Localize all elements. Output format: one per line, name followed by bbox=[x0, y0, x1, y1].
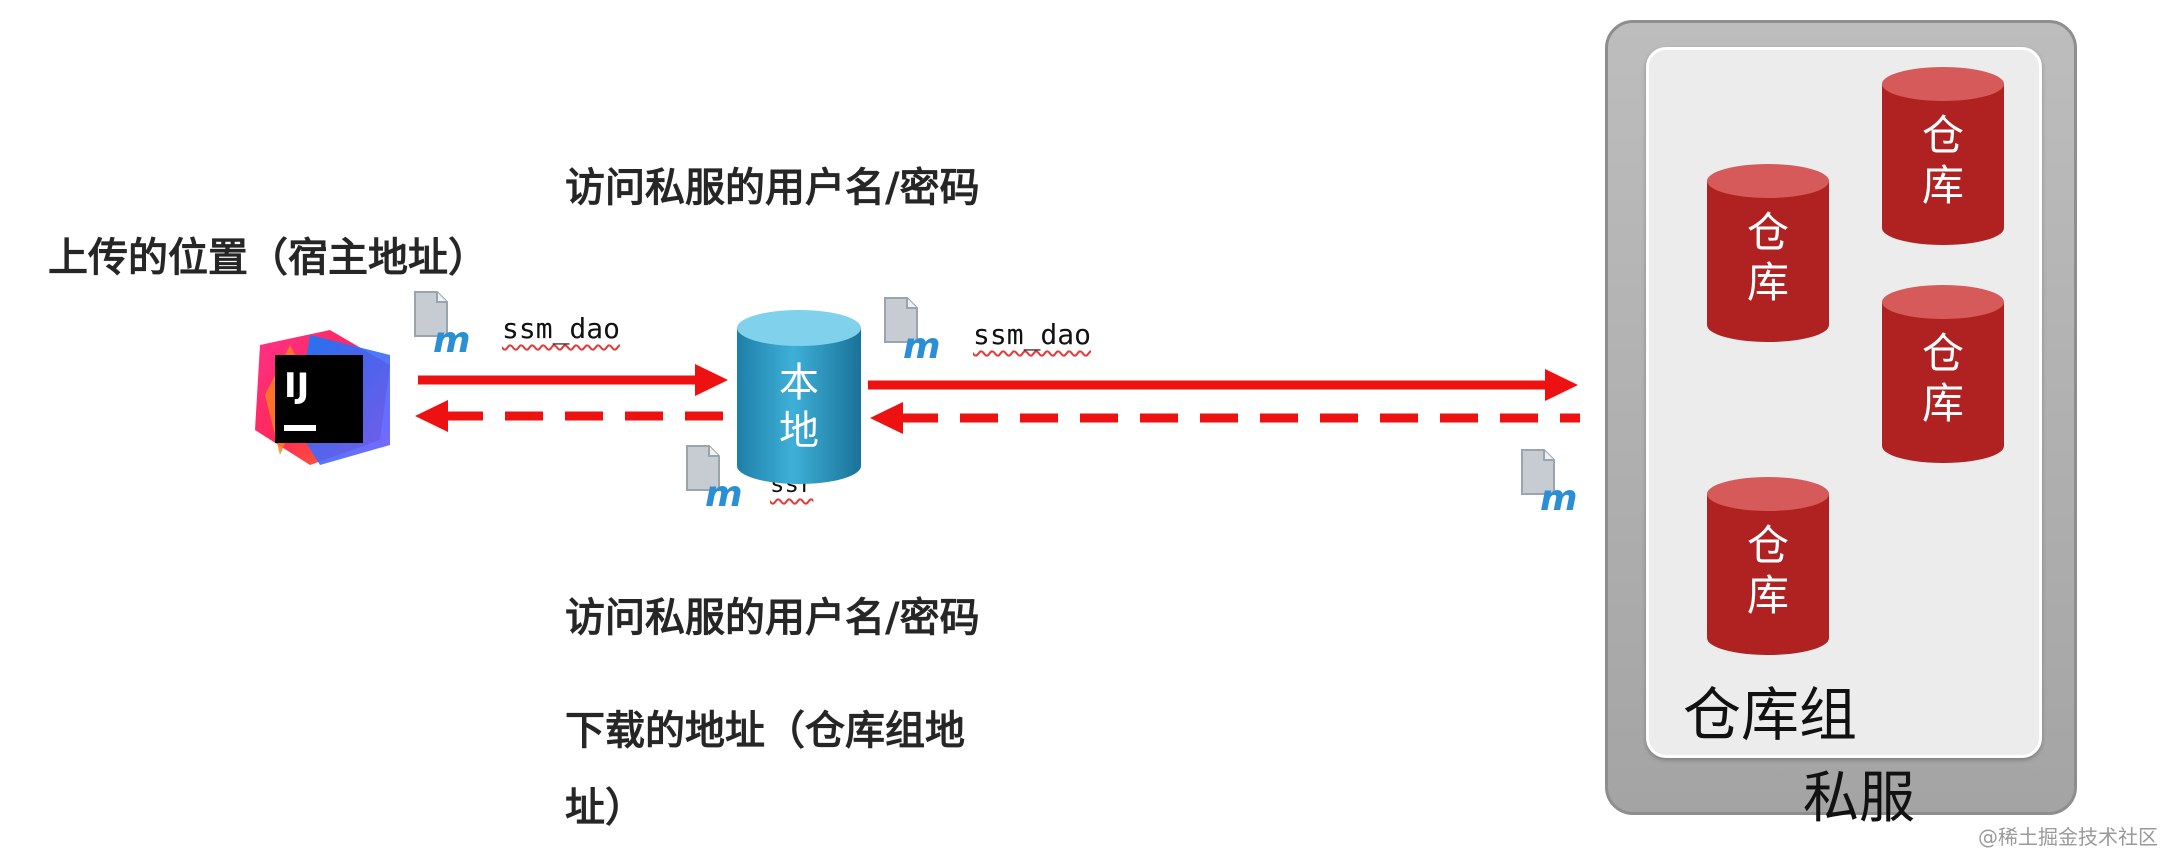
svg-text:m: m bbox=[705, 474, 743, 509]
watermark: @稀土掘金技术社区 bbox=[1978, 825, 2158, 849]
download-arrow-server-to-local bbox=[870, 402, 1580, 434]
private-server-label: 私服 bbox=[1803, 766, 1915, 831]
local-repo-label-line1: 本 bbox=[779, 360, 819, 406]
deploy-arrow-local-to-server bbox=[868, 369, 1578, 401]
maven-artifact-icon: m bbox=[413, 290, 475, 361]
svg-text:m: m bbox=[1540, 478, 1578, 513]
upload-location-label: 上传的位置（宿主地址） bbox=[48, 235, 488, 281]
repository-cylinder: 仓 库 bbox=[1705, 476, 1831, 658]
download-arrow-local-to-ide bbox=[415, 400, 732, 432]
maven-artifact-icon: m bbox=[685, 444, 747, 515]
artifact-label-left: ssm_dao bbox=[502, 312, 621, 345]
intellij-idea-icon: IJ bbox=[250, 325, 395, 470]
upload-arrow-ide-to-local bbox=[418, 364, 728, 396]
private-server-box: 私服 bbox=[1605, 20, 2077, 831]
repository-cylinder: 仓 库 bbox=[1880, 284, 2006, 466]
repository-group-label: 仓库组 bbox=[1683, 681, 1858, 749]
artifact-label-right: ssm_dao bbox=[973, 318, 1092, 351]
maven-artifact-icon: m bbox=[1520, 448, 1582, 519]
repository-cylinder: 仓 库 bbox=[1705, 163, 1831, 345]
ide-logo-text: IJ bbox=[284, 366, 309, 406]
repository-cylinder: 仓 库 bbox=[1880, 66, 2006, 248]
svg-text:m: m bbox=[433, 320, 471, 355]
download-address-label-line2: 址） bbox=[565, 785, 645, 831]
local-repo-label-line2: 地 bbox=[779, 408, 819, 454]
local-repository: 本 地 bbox=[735, 308, 863, 488]
download-address-label-line1: 下载的地址（仓库组地 bbox=[565, 708, 965, 754]
credentials-top-label: 访问私服的用户名/密码 bbox=[565, 165, 980, 211]
credentials-bottom-label: 访问私服的用户名/密码 bbox=[565, 595, 980, 641]
maven-artifact-icon: m bbox=[883, 296, 945, 367]
svg-text:m: m bbox=[903, 326, 941, 361]
